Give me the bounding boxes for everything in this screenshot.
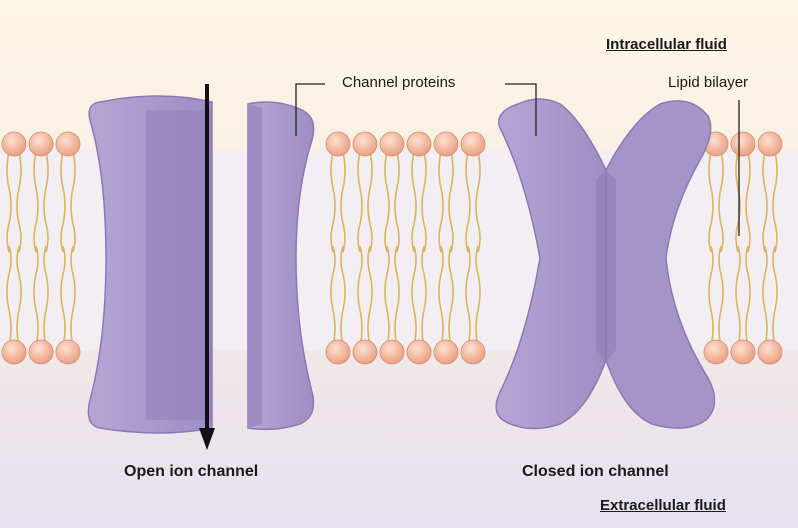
lipid-head — [28, 339, 54, 365]
lipid-tail — [60, 245, 66, 347]
lipid-head — [460, 339, 486, 365]
lipid-tail — [70, 245, 76, 347]
lipid-head — [325, 131, 351, 157]
lipid-head — [1, 339, 27, 365]
closed-channel-seam — [596, 170, 616, 362]
lipid-head — [379, 131, 405, 157]
lipid-heads-bottom — [1, 339, 783, 365]
lipid-tail — [411, 151, 417, 253]
lipid-head — [55, 339, 81, 365]
open-ion-channel-label: Open ion channel — [124, 463, 259, 480]
lipid-tail — [718, 151, 724, 253]
lipid-head — [730, 131, 756, 157]
lipid-tail — [421, 245, 427, 347]
lipid-head — [730, 339, 756, 365]
lipid-tail — [411, 245, 417, 347]
ion-flow-arrow-head — [199, 428, 215, 450]
lipid-tail — [475, 245, 481, 347]
lipid-tail — [6, 151, 12, 253]
lipid-tail — [43, 245, 49, 347]
lipid-head — [406, 339, 432, 365]
closed-ion-channel-label: Closed ion channel — [522, 463, 669, 480]
lipid-tail — [421, 151, 427, 253]
lipid-tail — [367, 151, 373, 253]
closed-channel-protein-left — [495, 98, 607, 430]
lipid-head — [433, 339, 459, 365]
lipid-tail — [330, 151, 336, 253]
lipid-tail — [367, 245, 373, 347]
lipid-head — [433, 131, 459, 157]
lipid-tail — [438, 151, 444, 253]
lipid-tail — [16, 245, 22, 347]
intracellular-fluid-label: Intracellular fluid — [606, 36, 727, 53]
extracellular-fluid-label: Extracellular fluid — [600, 497, 726, 514]
lipid-head — [28, 131, 54, 157]
open-channel-inner-wall-right — [248, 104, 262, 428]
lipid-tail — [384, 151, 390, 253]
lipid-head — [325, 339, 351, 365]
lipid-tail — [394, 245, 400, 347]
open-channel-pore — [146, 110, 212, 420]
lipid-tail — [384, 245, 390, 347]
channel-proteins-leader-right — [505, 83, 537, 136]
lipid-head — [406, 131, 432, 157]
lipid-tail — [772, 151, 778, 253]
lipid-head — [352, 339, 378, 365]
lipid-head — [703, 339, 729, 365]
lipid-tail — [70, 151, 76, 253]
lipid-tail — [708, 151, 714, 253]
lipid-tail — [762, 151, 768, 253]
lipid-tail — [762, 245, 768, 347]
lipid-tail — [33, 151, 39, 253]
closed-channel-protein-right — [605, 100, 716, 429]
lipid-tail — [465, 151, 471, 253]
lipid-tail — [708, 245, 714, 347]
lipid-tail — [340, 151, 346, 253]
lipid-tail — [438, 245, 444, 347]
channel-proteins-label: Channel proteins — [342, 74, 456, 91]
lipid-tail — [735, 151, 741, 253]
lipid-tail — [60, 151, 66, 253]
lipid-tail — [340, 245, 346, 347]
lipid-head — [55, 131, 81, 157]
lipid-tail — [745, 151, 751, 253]
lipid-tail — [33, 245, 39, 347]
lipid-tail — [16, 151, 22, 253]
lipid-head — [1, 131, 27, 157]
lipid-tail — [357, 151, 363, 253]
lipid-tail — [357, 245, 363, 347]
lipid-head — [757, 339, 783, 365]
lipid-head — [460, 131, 486, 157]
lipid-heads-top — [1, 131, 783, 157]
lipid-tail — [6, 245, 12, 347]
lipid-tail — [394, 151, 400, 253]
channel-proteins-leader-left — [295, 83, 325, 136]
lipid-tail — [475, 151, 481, 253]
lipid-tail — [465, 245, 471, 347]
lipid-tail — [718, 245, 724, 347]
lipid-bilayer-label: Lipid bilayer — [668, 74, 749, 91]
open-channel-protein-right — [247, 101, 315, 431]
lipid-head — [379, 339, 405, 365]
lipid-tail — [448, 151, 454, 253]
lipid-head — [757, 131, 783, 157]
lipid-tail — [448, 245, 454, 347]
lipid-tail — [330, 245, 336, 347]
lipid-tail — [43, 151, 49, 253]
lipid-tail — [772, 245, 778, 347]
lipid-tails — [6, 151, 778, 347]
lipid-tail — [735, 245, 741, 347]
lipid-head — [352, 131, 378, 157]
lipid-tail — [745, 245, 751, 347]
